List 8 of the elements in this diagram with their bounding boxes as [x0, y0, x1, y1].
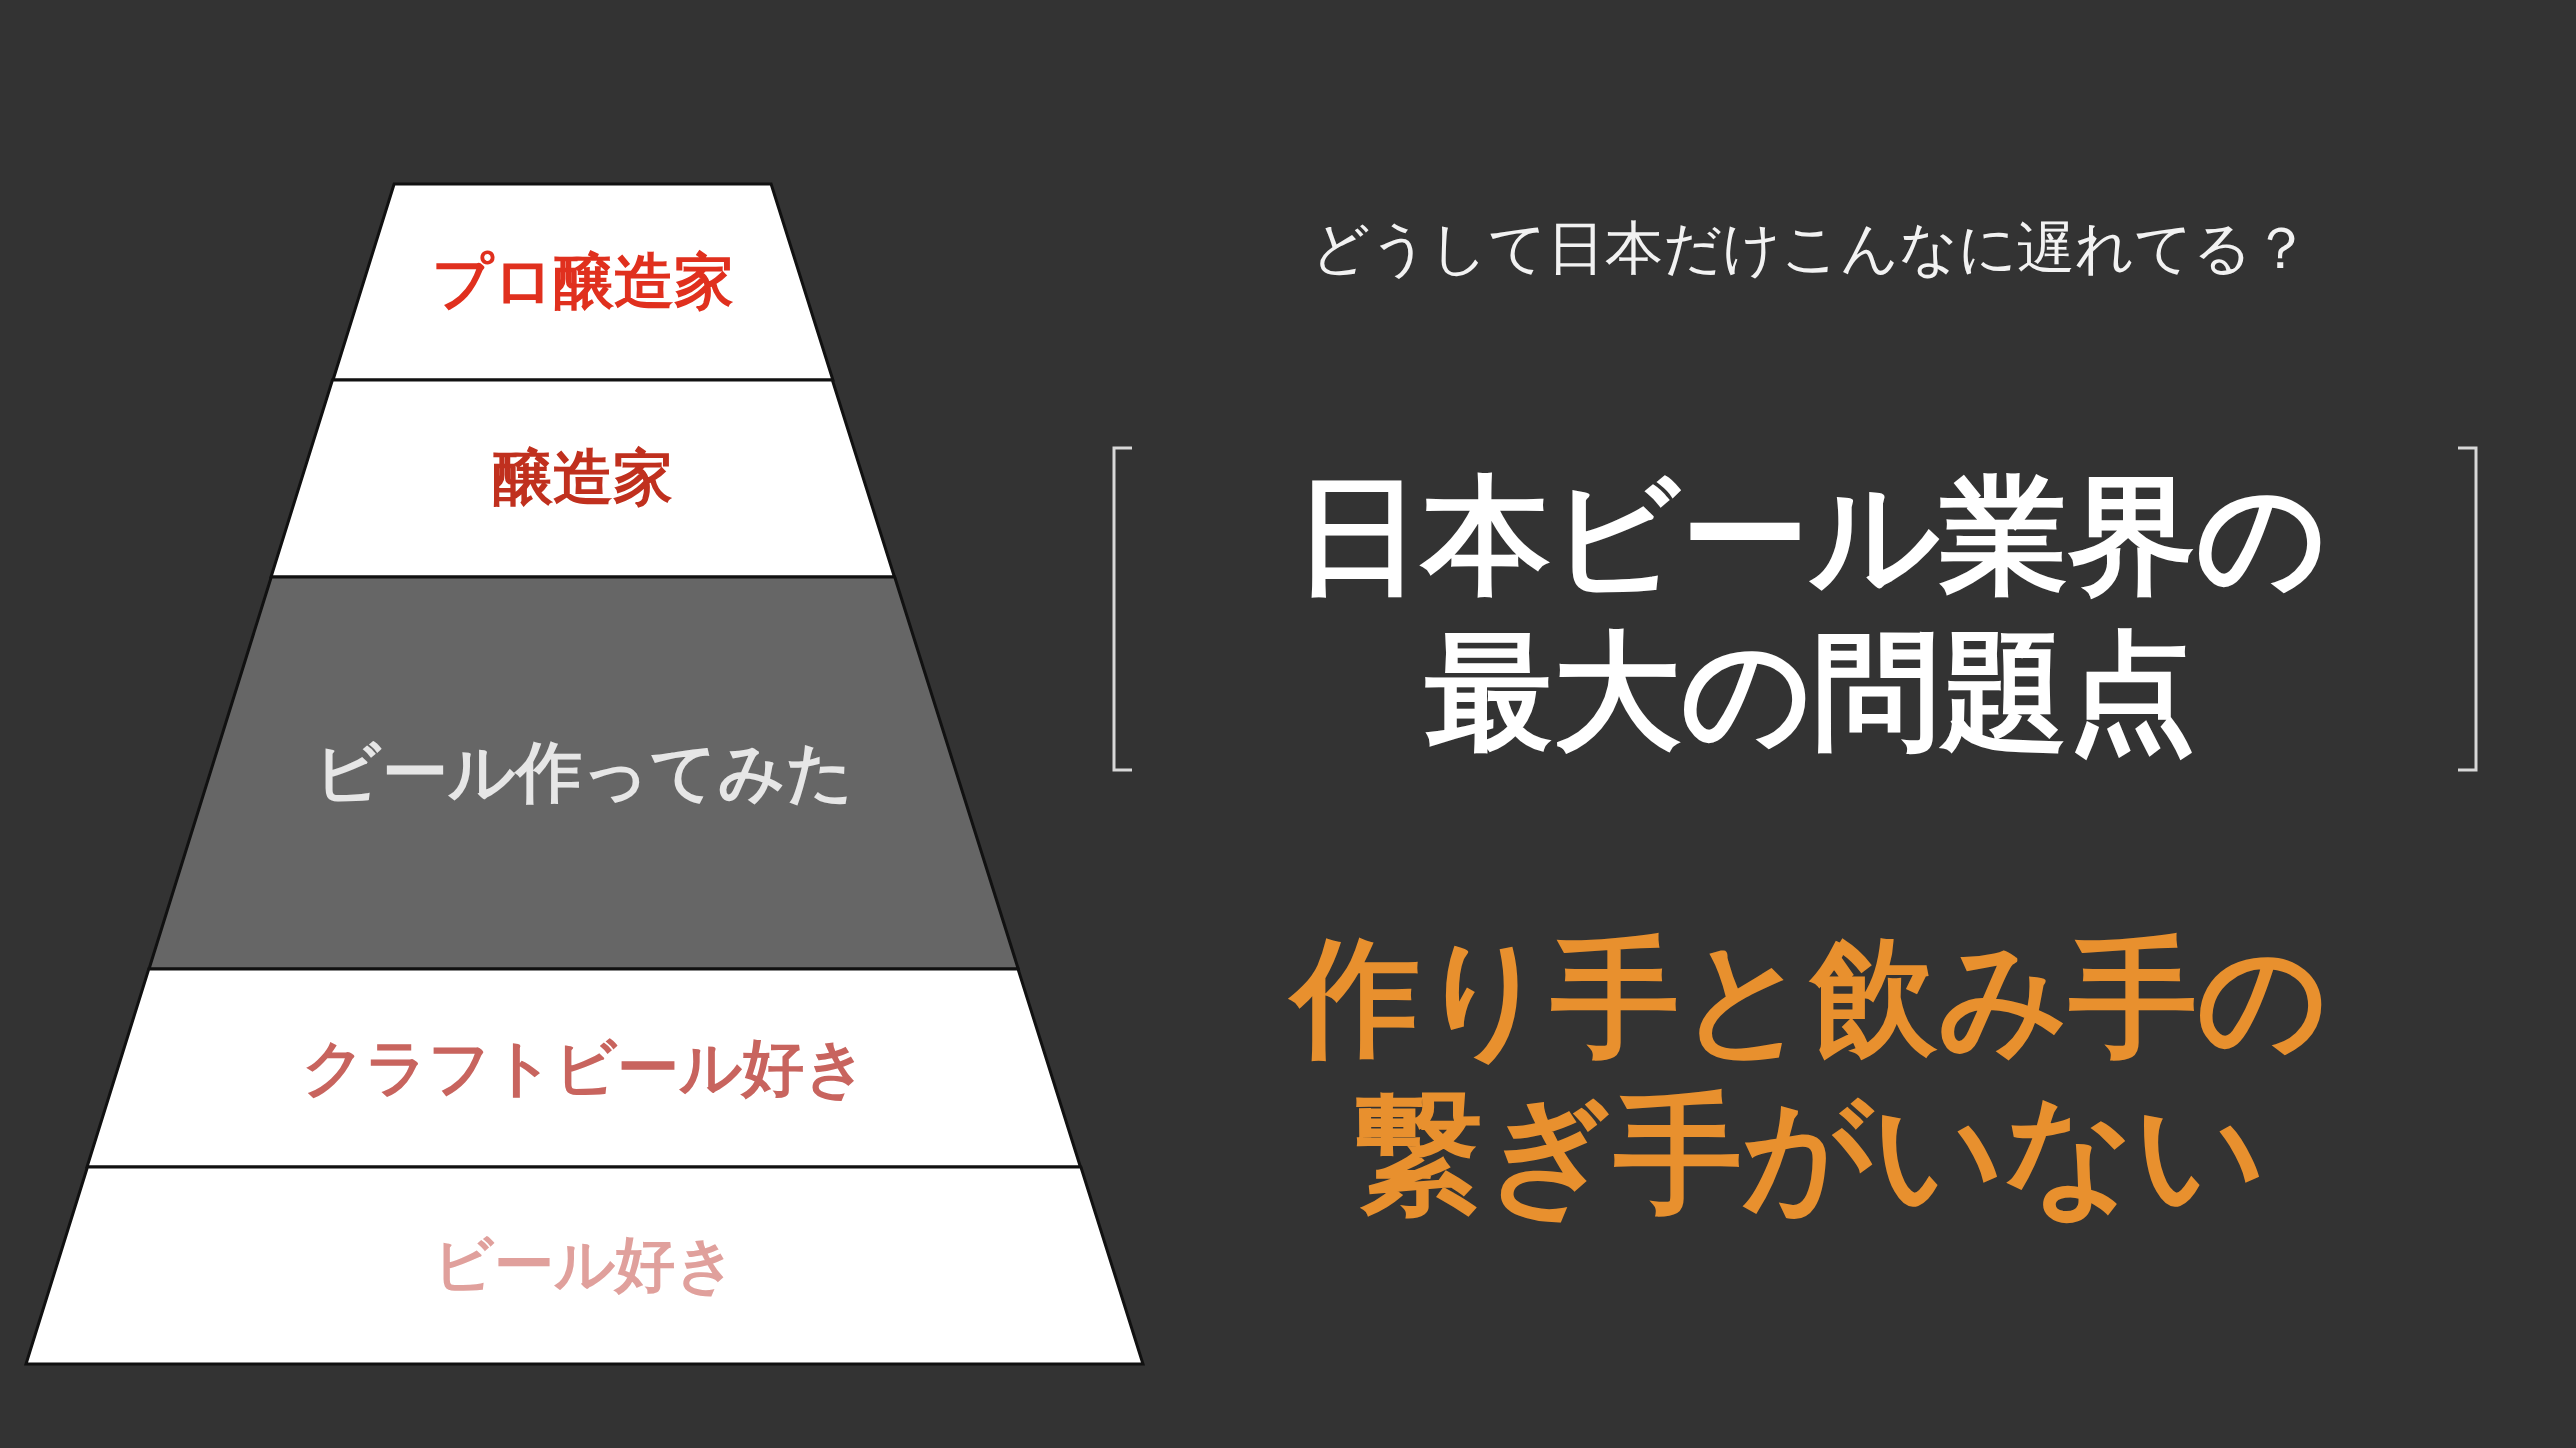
question-text: どうして日本だけこんなに遅れてる？: [1310, 213, 2310, 284]
layer-label: 醸造家: [493, 441, 674, 514]
layer-label: プロ醸造家: [431, 244, 734, 318]
highlight-text: 作り手と飲み手の繋ぎ手がいない: [1280, 920, 2340, 1233]
layer-label: ビール好き: [433, 1228, 736, 1301]
heading: 日本ビール業界の最大の問題点: [1292, 460, 2328, 769]
layer-label: ビール作ってみた: [313, 733, 854, 813]
layer-label: クラフトビール好き: [301, 1030, 867, 1106]
